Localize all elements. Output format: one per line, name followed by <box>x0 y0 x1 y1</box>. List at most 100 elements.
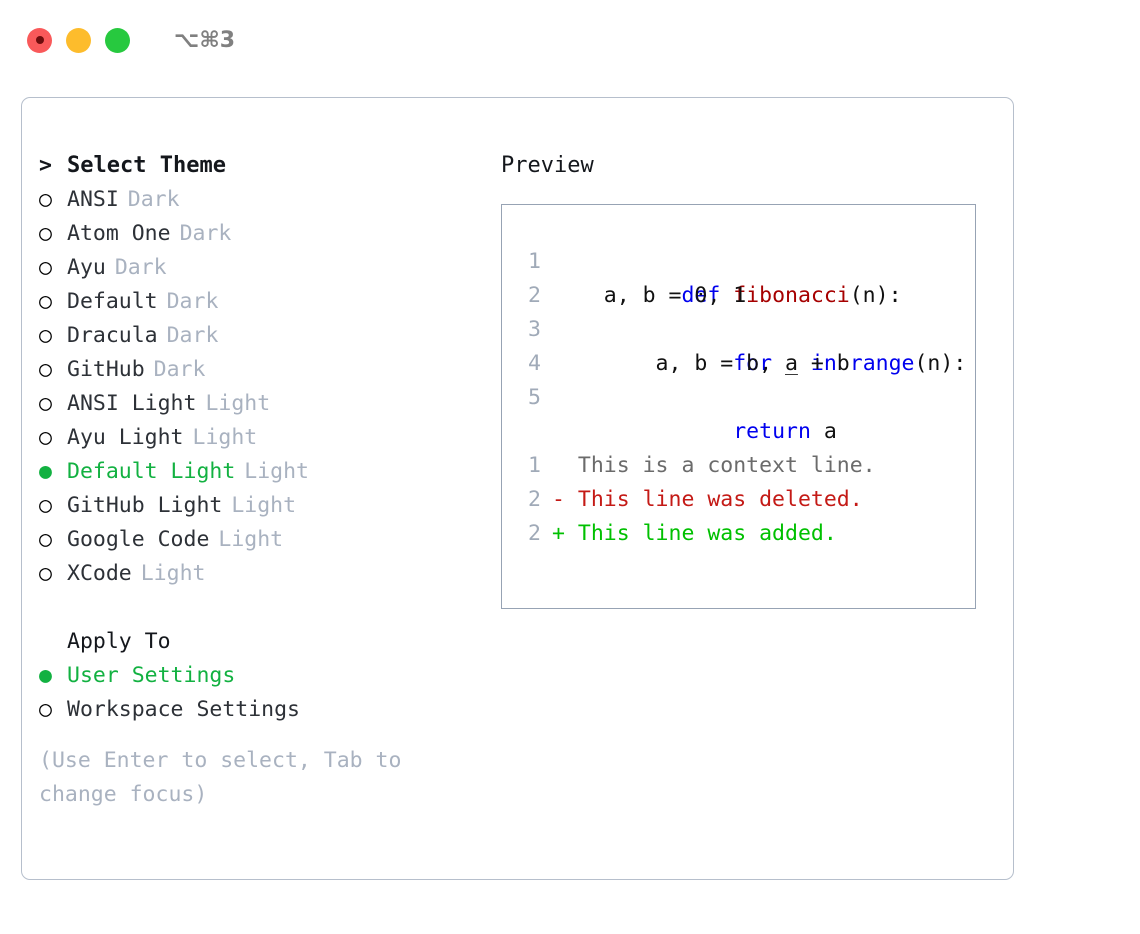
radio-selected-icon[interactable]: ● <box>39 663 52 688</box>
code-line-text: return a <box>552 381 837 483</box>
radio-unselected-icon[interactable]: ○ <box>39 391 52 416</box>
code-token-keyword: for <box>733 351 773 376</box>
code-line-number: 1 <box>528 249 541 274</box>
code-line: 5 return a <box>513 381 966 444</box>
keyboard-hint-line-2: change focus) <box>39 782 208 807</box>
theme-item-ayu-light[interactable]: ○ Ayu Light Light <box>39 421 489 455</box>
preview-panel: Preview <box>501 149 991 183</box>
code-line-number: 4 <box>528 351 541 376</box>
theme-item-github-dark[interactable]: ○ GitHub Dark <box>39 353 489 387</box>
theme-picker-window: > Select Theme ○ ANSI Dark ○ Atom One Da… <box>21 97 1014 880</box>
theme-item-label: ANSI <box>67 187 119 212</box>
preview-title: Preview <box>501 153 594 178</box>
diff-line-number: 1 <box>528 453 541 478</box>
select-theme-header: > Select Theme <box>39 149 489 183</box>
radio-selected-icon[interactable]: ● <box>39 459 52 484</box>
minimize-button-icon[interactable] <box>66 27 91 53</box>
radio-unselected-icon[interactable]: ○ <box>39 255 52 280</box>
maximize-button-icon[interactable] <box>105 27 130 53</box>
apply-to-item-label: User Settings <box>67 663 236 688</box>
theme-item-label: Default <box>67 289 158 314</box>
title-bar: ⌥⌘3 <box>0 0 1140 80</box>
radio-unselected-icon[interactable]: ○ <box>39 561 52 586</box>
radio-unselected-icon[interactable]: ○ <box>39 221 52 246</box>
diff-line-number: 2 <box>528 521 541 546</box>
theme-item-badge: Dark <box>179 221 232 246</box>
list-spacer <box>39 591 489 625</box>
radio-unselected-icon[interactable]: ○ <box>39 289 52 314</box>
theme-item-badge: Light <box>244 459 310 484</box>
code-line: 2 a, b = 0, 1 <box>513 279 966 313</box>
code-line: 1 def fibonacci(n): <box>513 245 966 308</box>
apply-to-user-settings[interactable]: ● User Settings <box>39 659 489 693</box>
theme-item-default-dark[interactable]: ○ Default Dark <box>39 285 489 319</box>
radio-unselected-icon[interactable]: ○ <box>39 493 52 518</box>
code-token-plain: a <box>810 419 837 444</box>
code-line: 3 for _ in range(n): <box>513 313 966 376</box>
radio-unselected-icon[interactable]: ○ <box>39 425 52 450</box>
theme-item-ansi-dark[interactable]: ○ ANSI Dark <box>39 183 489 217</box>
radio-unselected-icon[interactable]: ○ <box>39 323 52 348</box>
close-button-icon[interactable] <box>27 27 52 53</box>
theme-item-badge: Light <box>192 425 258 450</box>
theme-item-label: ANSI Light <box>67 391 197 416</box>
theme-item-label: Google Code <box>67 527 210 552</box>
keyboard-hint: (Use Enter to select, Tab to change focu… <box>39 744 459 812</box>
diff-line-deleted: 2 - This line was deleted. <box>513 483 966 517</box>
theme-item-default-light[interactable]: ● Default Light Light <box>39 455 489 489</box>
code-line-text: def fibonacci(n): <box>552 245 902 347</box>
theme-item-atom-one-dark[interactable]: ○ Atom One Dark <box>39 217 489 251</box>
theme-item-ansi-light[interactable]: ○ ANSI Light Light <box>39 387 489 421</box>
close-dot-icon <box>35 36 44 44</box>
theme-item-label: Ayu <box>67 255 106 280</box>
theme-item-badge: Dark <box>114 255 167 280</box>
diff-line-added: 2 + This line was added. <box>513 517 966 551</box>
apply-to-header: Apply To <box>39 625 489 659</box>
theme-item-badge: Light <box>140 561 206 586</box>
code-line: 4 a, b = b, a + b <box>513 347 966 381</box>
select-theme-header-label: Select Theme <box>67 153 226 178</box>
radio-unselected-icon[interactable]: ○ <box>39 527 52 552</box>
code-line-number: 2 <box>528 283 541 308</box>
code-line-text: for _ in range(n): <box>552 313 966 415</box>
theme-list-panel: > Select Theme ○ ANSI Dark ○ Atom One Da… <box>39 149 489 727</box>
code-line-text: a, b = b, a + b <box>552 351 850 376</box>
apply-to-header-label: Apply To <box>67 629 171 654</box>
code-token-plain: (n): <box>849 283 902 308</box>
theme-item-badge: Dark <box>166 323 219 348</box>
theme-item-badge: Light <box>218 527 284 552</box>
theme-item-badge: Light <box>231 493 297 518</box>
theme-item-github-light[interactable]: ○ GitHub Light Light <box>39 489 489 523</box>
theme-item-label: Atom One <box>67 221 171 246</box>
keyboard-hint-line-1: (Use Enter to select, Tab to <box>39 748 402 773</box>
theme-item-label: GitHub Light <box>67 493 223 518</box>
theme-item-badge: Light <box>205 391 271 416</box>
theme-item-dracula-dark[interactable]: ○ Dracula Dark <box>39 319 489 353</box>
theme-item-badge: Dark <box>166 289 219 314</box>
code-line-number: 3 <box>528 317 541 342</box>
theme-item-label: Ayu Light <box>67 425 184 450</box>
theme-item-label: GitHub <box>67 357 145 382</box>
code-token-keyword: def <box>681 283 734 308</box>
theme-item-ayu-dark[interactable]: ○ Ayu Dark <box>39 251 489 285</box>
theme-item-xcode[interactable]: ○ XCode Light <box>39 557 489 591</box>
code-line-number: 5 <box>528 385 541 410</box>
radio-unselected-icon[interactable]: ○ <box>39 187 52 212</box>
theme-item-google-code[interactable]: ○ Google Code Light <box>39 523 489 557</box>
radio-unselected-icon[interactable]: ○ <box>39 697 52 722</box>
theme-item-label: Default Light <box>67 459 236 484</box>
diff-line-text: This is a context line. <box>552 453 876 478</box>
diff-line-context: 1 This is a context line. <box>513 449 966 483</box>
code-preview: 1 def fibonacci(n): 2 a, b = 0, 1 3 for … <box>513 245 966 551</box>
window-controls <box>27 27 130 53</box>
code-token-keyword: in range <box>810 351 915 376</box>
apply-to-workspace-settings[interactable]: ○ Workspace Settings <box>39 693 489 727</box>
radio-unselected-icon[interactable]: ○ <box>39 357 52 382</box>
preview-box: 1 def fibonacci(n): 2 a, b = 0, 1 3 for … <box>501 204 976 609</box>
diff-line-text: - This line was deleted. <box>552 487 863 512</box>
code-token-plain: (n): <box>914 351 967 376</box>
code-token-function: fibonacci <box>733 283 850 308</box>
theme-item-label: Dracula <box>67 323 158 348</box>
code-token-plain: _ <box>772 351 811 376</box>
code-token-indent <box>681 419 733 444</box>
